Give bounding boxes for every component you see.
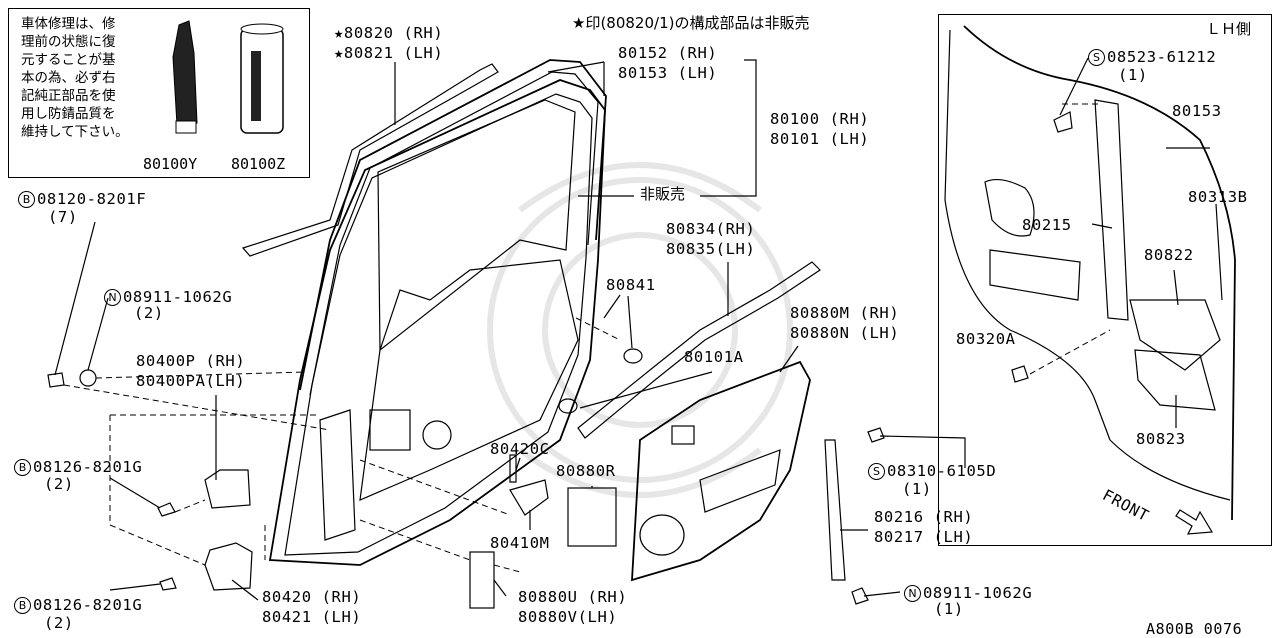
note-line-2: 理前の状態に復 bbox=[21, 34, 116, 50]
sealant-tube-and-can-icons bbox=[172, 20, 284, 134]
repair-note-box: 車体修理は、修 理前の状態に復 元することが基 本の為、必ず右 記純正部品を使 … bbox=[8, 8, 310, 178]
label-80101A: 80101A bbox=[684, 348, 744, 366]
hinges bbox=[47, 369, 253, 591]
front-arrow-icon bbox=[1175, 509, 1214, 535]
b-symbol-icon: B bbox=[14, 597, 31, 614]
label-80421: 80421 (LH) bbox=[262, 608, 362, 626]
door-shell-outline bbox=[268, 79, 606, 566]
note-line-4: 本の為、必ず右 bbox=[21, 70, 116, 86]
bolt-08126-qty-a: (2) bbox=[44, 475, 74, 493]
inset-title: ＬＨ側 bbox=[1206, 20, 1252, 38]
label-80152: 80152 (RH) bbox=[618, 44, 718, 62]
not-for-sale-note: ★印(80820/1)の構成部品は非販売 bbox=[572, 14, 810, 32]
label-80834: 80834(RH) bbox=[666, 220, 756, 238]
label-80822: 80822 bbox=[1144, 246, 1194, 264]
label-80400PA: 80400PA(LH) bbox=[136, 372, 246, 390]
n-symbol-icon: N bbox=[104, 289, 121, 306]
part-80100Y: 80100Y bbox=[143, 155, 198, 173]
s-symbol-icon: S bbox=[1088, 49, 1105, 66]
label-80420: 80420 (RH) bbox=[262, 588, 362, 606]
label-80841: 80841 bbox=[606, 276, 656, 294]
label-80153: 80153 (LH) bbox=[618, 64, 718, 82]
s-symbol-icon: S bbox=[868, 463, 885, 480]
note-line-3: 元することが基 bbox=[21, 52, 116, 68]
nut-08911-qty-b: (1) bbox=[934, 600, 964, 618]
glass-channel-outline bbox=[824, 427, 885, 605]
note-line-7: 維持して下さい。 bbox=[21, 124, 129, 140]
bolt-08120-qty: (7) bbox=[48, 208, 78, 226]
label-80216: 80216 (RH) bbox=[874, 508, 974, 526]
label-80215: 80215 bbox=[1022, 216, 1072, 234]
nut-08911-qty-a: (2) bbox=[134, 304, 164, 322]
label-80410M: 80410M bbox=[490, 534, 550, 552]
label-80820: ★80820 (RH) bbox=[334, 24, 444, 42]
n-symbol-icon: N bbox=[904, 585, 921, 602]
b-symbol-icon: B bbox=[18, 191, 35, 208]
label-80880R: 80880R bbox=[556, 462, 616, 480]
label-80880N: 80880N (LH) bbox=[790, 324, 900, 342]
trim-strip-outline bbox=[577, 261, 821, 439]
door-seal-outline bbox=[299, 59, 607, 396]
weatherstrip-outline bbox=[241, 63, 499, 257]
bolt-08126-qty-b: (2) bbox=[44, 614, 74, 632]
not-sold-label: 非販売 bbox=[640, 185, 686, 203]
b-symbol-icon: B bbox=[14, 459, 31, 476]
dashed-lines bbox=[63, 317, 621, 573]
label-80313B: 80313B bbox=[1188, 188, 1248, 206]
label-80217: 80217 (LH) bbox=[874, 528, 974, 546]
watermark bbox=[487, 162, 793, 498]
leader-lines bbox=[54, 59, 966, 601]
label-80420C: 80420C bbox=[490, 440, 550, 458]
screw-08523-qty: (1) bbox=[1118, 66, 1148, 84]
label-80101: 80101 (LH) bbox=[770, 130, 870, 148]
label-80823: 80823 bbox=[1136, 430, 1186, 448]
label-80880M: 80880M (RH) bbox=[790, 304, 900, 322]
note-line-5: 記純正部品を使 bbox=[21, 88, 116, 104]
label-80880U: 80880U (RH) bbox=[518, 588, 628, 606]
note-line-1: 車体修理は、修 bbox=[21, 16, 116, 32]
label-80835: 80835(LH) bbox=[666, 240, 756, 258]
diagram-code: A800B 0076 bbox=[1146, 620, 1243, 638]
note-line-6: 用し防錆品質を bbox=[21, 106, 116, 122]
part-80100Z: 80100Z bbox=[231, 155, 286, 173]
label-80153-inset: 80153 bbox=[1172, 102, 1222, 120]
trim-panel-outline bbox=[631, 360, 811, 582]
screw-08310-qty: (1) bbox=[902, 480, 932, 498]
label-80821: ★80821 (LH) bbox=[334, 44, 444, 62]
lh-side-inset bbox=[938, 14, 1272, 546]
label-80320A: 80320A bbox=[956, 330, 1016, 348]
label-80880V: 80880V(LH) bbox=[518, 608, 618, 626]
inset-door-outline bbox=[944, 25, 1236, 521]
label-80100: 80100 (RH) bbox=[770, 110, 870, 128]
label-80400P: 80400P (RH) bbox=[136, 352, 246, 370]
